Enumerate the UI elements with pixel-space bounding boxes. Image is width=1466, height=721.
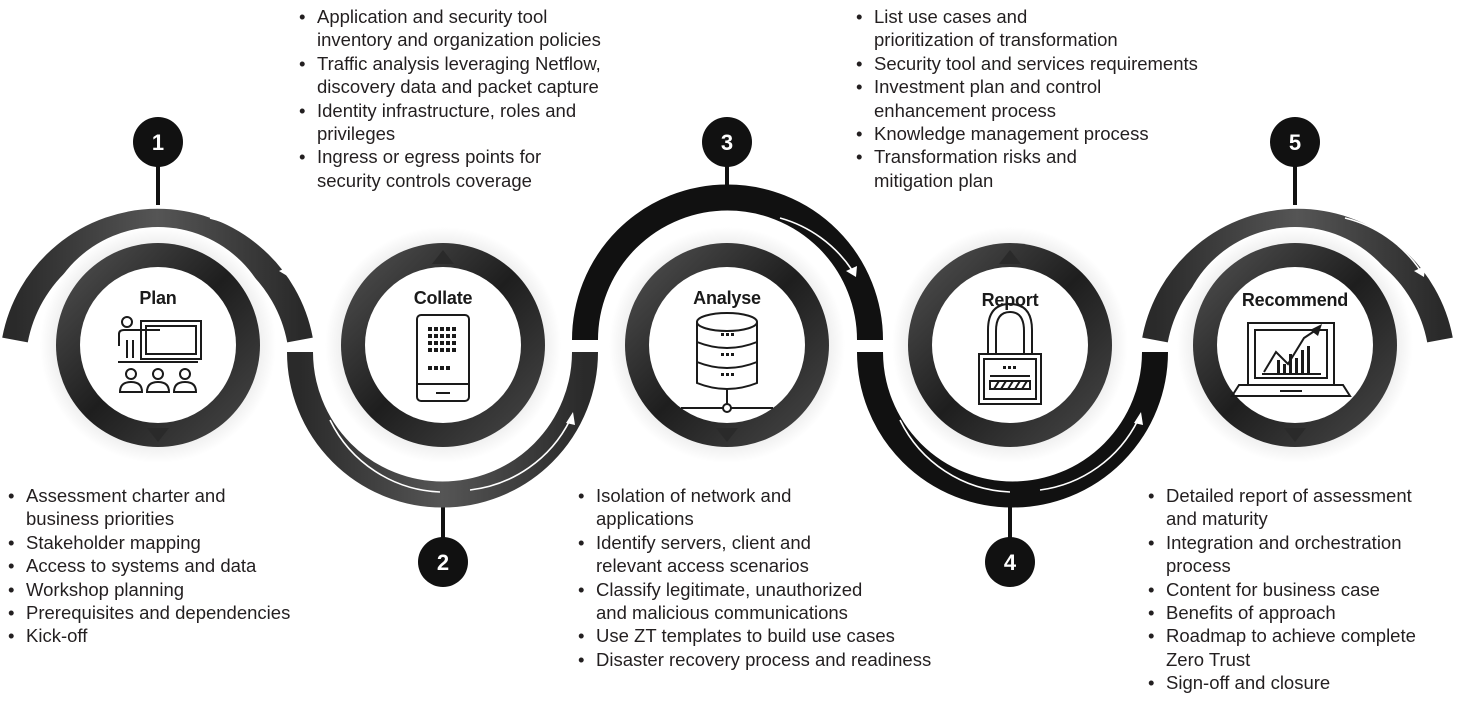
list-item: Knowledge management process — [856, 122, 1276, 146]
badge-1: 1 — [133, 117, 183, 167]
list-item: Identity infrastructure, roles and privi… — [299, 99, 679, 146]
presentation-icon — [118, 316, 202, 393]
list-item: Identify servers, client and relevant ac… — [578, 531, 998, 578]
badge-3: 3 — [702, 117, 752, 167]
list-item: Application and security tool inventory … — [299, 5, 679, 52]
badge-2-number: 2 — [437, 550, 449, 575]
list-item: Integration and orchestration process — [1148, 531, 1460, 578]
list-item: Detailed report of assessment and maturi… — [1148, 484, 1460, 531]
badge-5: 5 — [1270, 117, 1320, 167]
list-item: Workshop planning — [8, 578, 368, 602]
stage-2-bullets: Application and security tool inventory … — [299, 5, 679, 192]
stage-3-bullets: Isolation of network and applications Id… — [578, 484, 998, 672]
list-item: Transformation risks and mitigation plan — [856, 145, 1276, 192]
stage-3-title: Analyse — [693, 288, 761, 308]
stage-4-bullets: List use cases and prioritization of tra… — [856, 5, 1276, 192]
list-item: Classify legitimate, unauthorized and ma… — [578, 578, 998, 625]
database-network-icon — [681, 312, 773, 413]
padlock-icon — [978, 302, 1042, 405]
list-item: Benefits of approach — [1148, 601, 1460, 625]
stage-3-circle — [609, 227, 845, 463]
laptop-chart-icon — [1230, 322, 1352, 397]
badge-1-number: 1 — [152, 130, 164, 155]
list-item: Ingress or egress points for security co… — [299, 145, 679, 192]
list-item: Kick-off — [8, 624, 368, 648]
badge-5-number: 5 — [1289, 130, 1301, 155]
mobile-device-icon — [416, 314, 470, 402]
list-item: Assessment charter and business prioriti… — [8, 484, 368, 531]
list-item: Traffic analysis leveraging Netflow, dis… — [299, 52, 679, 99]
stage-1-bullets: Assessment charter and business prioriti… — [8, 484, 368, 648]
list-item: Prerequisites and dependencies — [8, 601, 368, 625]
stage-5-title: Recommend — [1241, 290, 1349, 310]
list-item: Disaster recovery process and readiness — [578, 648, 998, 672]
list-item: Isolation of network and applications — [578, 484, 998, 531]
badge-3-number: 3 — [721, 130, 733, 155]
list-item: Stakeholder mapping — [8, 531, 368, 555]
stage-4-title: Report — [981, 290, 1039, 310]
stage-2-title: Collate — [413, 288, 473, 308]
stage-5-bullets: Detailed report of assessment and maturi… — [1148, 484, 1460, 695]
flow-arrowheads — [279, 266, 1425, 425]
list-item: Investment plan and control enhancement … — [856, 75, 1276, 122]
list-item: Sign-off and closure — [1148, 671, 1460, 695]
list-item: List use cases and prioritization of tra… — [856, 5, 1276, 52]
list-item: Security tool and services requirements — [856, 52, 1276, 76]
list-item: Use ZT templates to build use cases — [578, 624, 998, 648]
badge-2: 2 — [418, 537, 468, 587]
list-item: Content for business case — [1148, 578, 1460, 602]
stage-4-circle — [892, 227, 1128, 463]
badge-4-number: 4 — [1004, 550, 1017, 575]
list-item: Access to systems and data — [8, 554, 368, 578]
stage-5-circle — [1177, 227, 1413, 463]
stage-1-title: Plan — [139, 288, 177, 308]
stage-1-circle — [40, 227, 276, 463]
list-item: Roadmap to achieve complete Zero Trust — [1148, 624, 1460, 671]
